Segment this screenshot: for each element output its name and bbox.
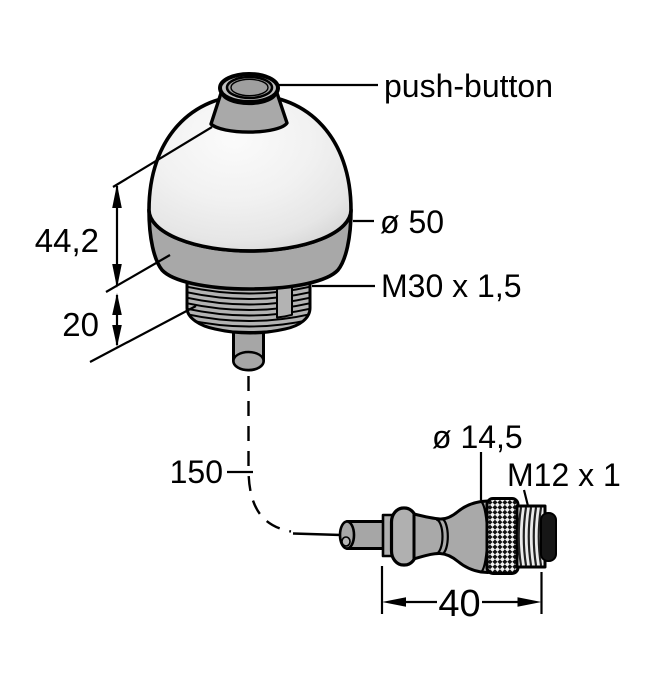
arrow-right — [517, 597, 542, 607]
extension-to-ring — [105, 254, 171, 293]
dimension-20: 20 — [62, 293, 197, 363]
cable-cut-end — [232, 350, 265, 372]
dimension-40: 40 — [380, 566, 543, 625]
connector-body — [412, 499, 490, 574]
thread-end-cap — [540, 512, 557, 562]
dia-50-label: ø 50 — [380, 204, 444, 240]
knurled-ring — [485, 497, 520, 575]
push-button-top-inner-ring — [230, 78, 269, 97]
dim-150-label: 150 — [170, 454, 223, 490]
dimension-44-2: 44,2 — [35, 126, 213, 293]
cable-dashed-path — [247, 376, 292, 533]
arrow-down — [112, 264, 122, 288]
push-button-lip — [220, 91, 278, 106]
arrow-up — [112, 184, 122, 208]
arrow-left — [382, 597, 406, 607]
cable-break-leader — [227, 376, 342, 537]
push-button-shape — [209, 72, 289, 134]
connector-cable-core — [341, 536, 351, 547]
dome-button-device — [147, 72, 353, 372]
m30-thread-label: M30 x 1,5 — [381, 268, 522, 304]
push-button-top — [225, 75, 274, 100]
m12-thread-label: M12 x 1 — [507, 457, 621, 493]
thread-m12 — [515, 504, 557, 569]
boot-ring-2 — [441, 518, 449, 555]
leader-m12 — [522, 489, 530, 507]
leader-lines — [277, 83, 530, 507]
arrow-up — [112, 293, 122, 315]
m12-connector — [338, 497, 557, 575]
thread-ridges — [187, 280, 310, 333]
dim-44-2-label: 44,2 — [35, 222, 99, 259]
extension-to-thread — [89, 305, 197, 363]
dia-14-5-label: ø 14,5 — [432, 419, 523, 455]
cable-leader-solid — [292, 532, 342, 537]
dim-20-label: 20 — [62, 306, 99, 343]
push-button-label: push-button — [384, 68, 553, 104]
dim-40-label: 40 — [438, 583, 480, 625]
arrow-down — [112, 325, 122, 347]
boot-ring-1 — [435, 518, 444, 555]
extension-to-dome — [112, 126, 213, 188]
